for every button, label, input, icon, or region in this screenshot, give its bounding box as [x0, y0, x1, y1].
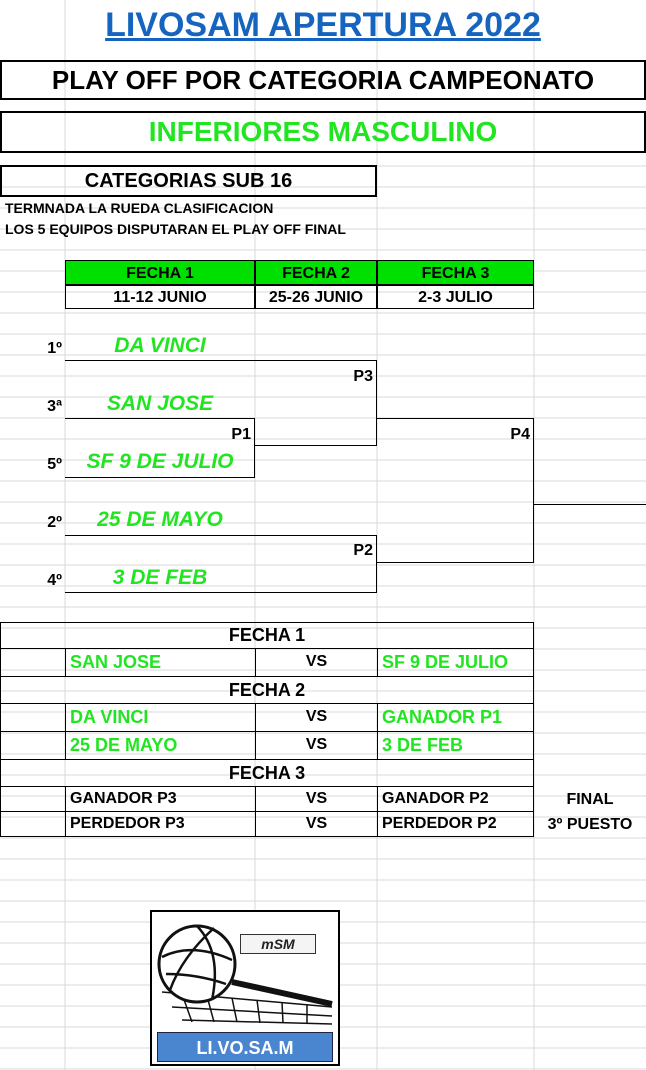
subtitle-banner: PLAY OFF POR CATEGORIA CAMPEONATO — [0, 60, 646, 100]
matches-table — [0, 622, 534, 837]
match-home: PERDEDOR P3 — [70, 815, 185, 832]
schedule-fecha-1: FECHA 1 — [65, 260, 255, 285]
msm-badge: mSM — [240, 934, 316, 954]
match-home: DA VINCI — [70, 707, 149, 727]
match-away: SF 9 DE JULIO — [382, 652, 509, 672]
category-title: CATEGORIAS SUB 16 — [0, 165, 377, 197]
table-row: 25 DE MAYO VS 3 DE FEB — [0, 732, 534, 760]
match-away: PERDEDOR P2 — [382, 815, 497, 832]
match-home: SAN JOSE — [70, 652, 162, 672]
match-away: 3 DE FEB — [382, 735, 464, 755]
seed-rank-2: 2º — [47, 514, 62, 531]
match-vs: VS — [305, 790, 328, 807]
table-row: GANADOR P3 VS GANADOR P2 — [0, 787, 534, 812]
match-vs: VS — [305, 708, 328, 725]
seed-rank-1: 1º — [47, 340, 62, 357]
seed-team-5: SF 9 DE JULIO — [86, 450, 234, 473]
match-away: GANADOR P2 — [382, 790, 489, 807]
schedule-fecha-2: FECHA 2 — [255, 260, 377, 285]
category-note-2: LOS 5 EQUIPOS DISPUTARAN EL PLAY OFF FIN… — [5, 221, 346, 237]
seed-team-3: SAN JOSE — [106, 392, 214, 415]
page-title: LIVOSAM APERTURA 2022 — [105, 6, 541, 44]
match-vs: VS — [305, 653, 328, 670]
seed-rank-3: 3ª — [47, 398, 62, 415]
matches-fecha-1-title: FECHA 1 — [0, 622, 534, 649]
schedule-dates-1: 11-12 JUNIO — [65, 285, 255, 309]
schedule-fecha-3: FECHA 3 — [377, 260, 534, 285]
seed-rank-4: 4º — [47, 572, 62, 589]
table-row: DA VINCI VS GANADOR P1 — [0, 704, 534, 732]
match-vs: VS — [305, 815, 328, 832]
bracket-label-p3: P3 — [353, 368, 373, 385]
schedule-dates-3: 2-3 JULIO — [377, 285, 534, 309]
match-away: GANADOR P1 — [382, 707, 503, 727]
matches-fecha-3-title: FECHA 3 — [0, 760, 534, 787]
match-vs: VS — [305, 736, 328, 753]
match-home: GANADOR P3 — [70, 790, 177, 807]
match-home: 25 DE MAYO — [70, 735, 178, 755]
bracket-label-p2: P2 — [353, 542, 373, 559]
volleyball-icon — [157, 924, 333, 1025]
table-row: PERDEDOR P3 VS PERDEDOR P2 — [0, 812, 534, 837]
matches-fecha-2-title: FECHA 2 — [0, 677, 534, 704]
seed-team-2: 25 DE MAYO — [97, 508, 223, 531]
bracket-label-p4: P4 — [510, 426, 530, 443]
division-banner: INFERIORES MASCULINO — [0, 111, 646, 153]
schedule-dates-2: 25-26 JUNIO — [255, 285, 377, 309]
seed-rank-5: 5º — [47, 456, 62, 473]
category-note-1: TERMNADA LA RUEDA CLASIFICACION — [5, 200, 274, 216]
seed-team-4: 3 DE FEB — [112, 566, 208, 589]
livosam-logo: mSM LI.VO.SA.M — [150, 910, 340, 1066]
table-row: SAN JOSE VS SF 9 DE JULIO — [0, 649, 534, 677]
logo-text: LI.VO.SA.M — [157, 1032, 333, 1062]
final-note: FINAL — [566, 791, 614, 808]
third-place-note: 3º PUESTO — [547, 816, 633, 833]
seed-team-1: DA VINCI — [114, 334, 206, 357]
bracket-label-p1: P1 — [231, 426, 251, 443]
